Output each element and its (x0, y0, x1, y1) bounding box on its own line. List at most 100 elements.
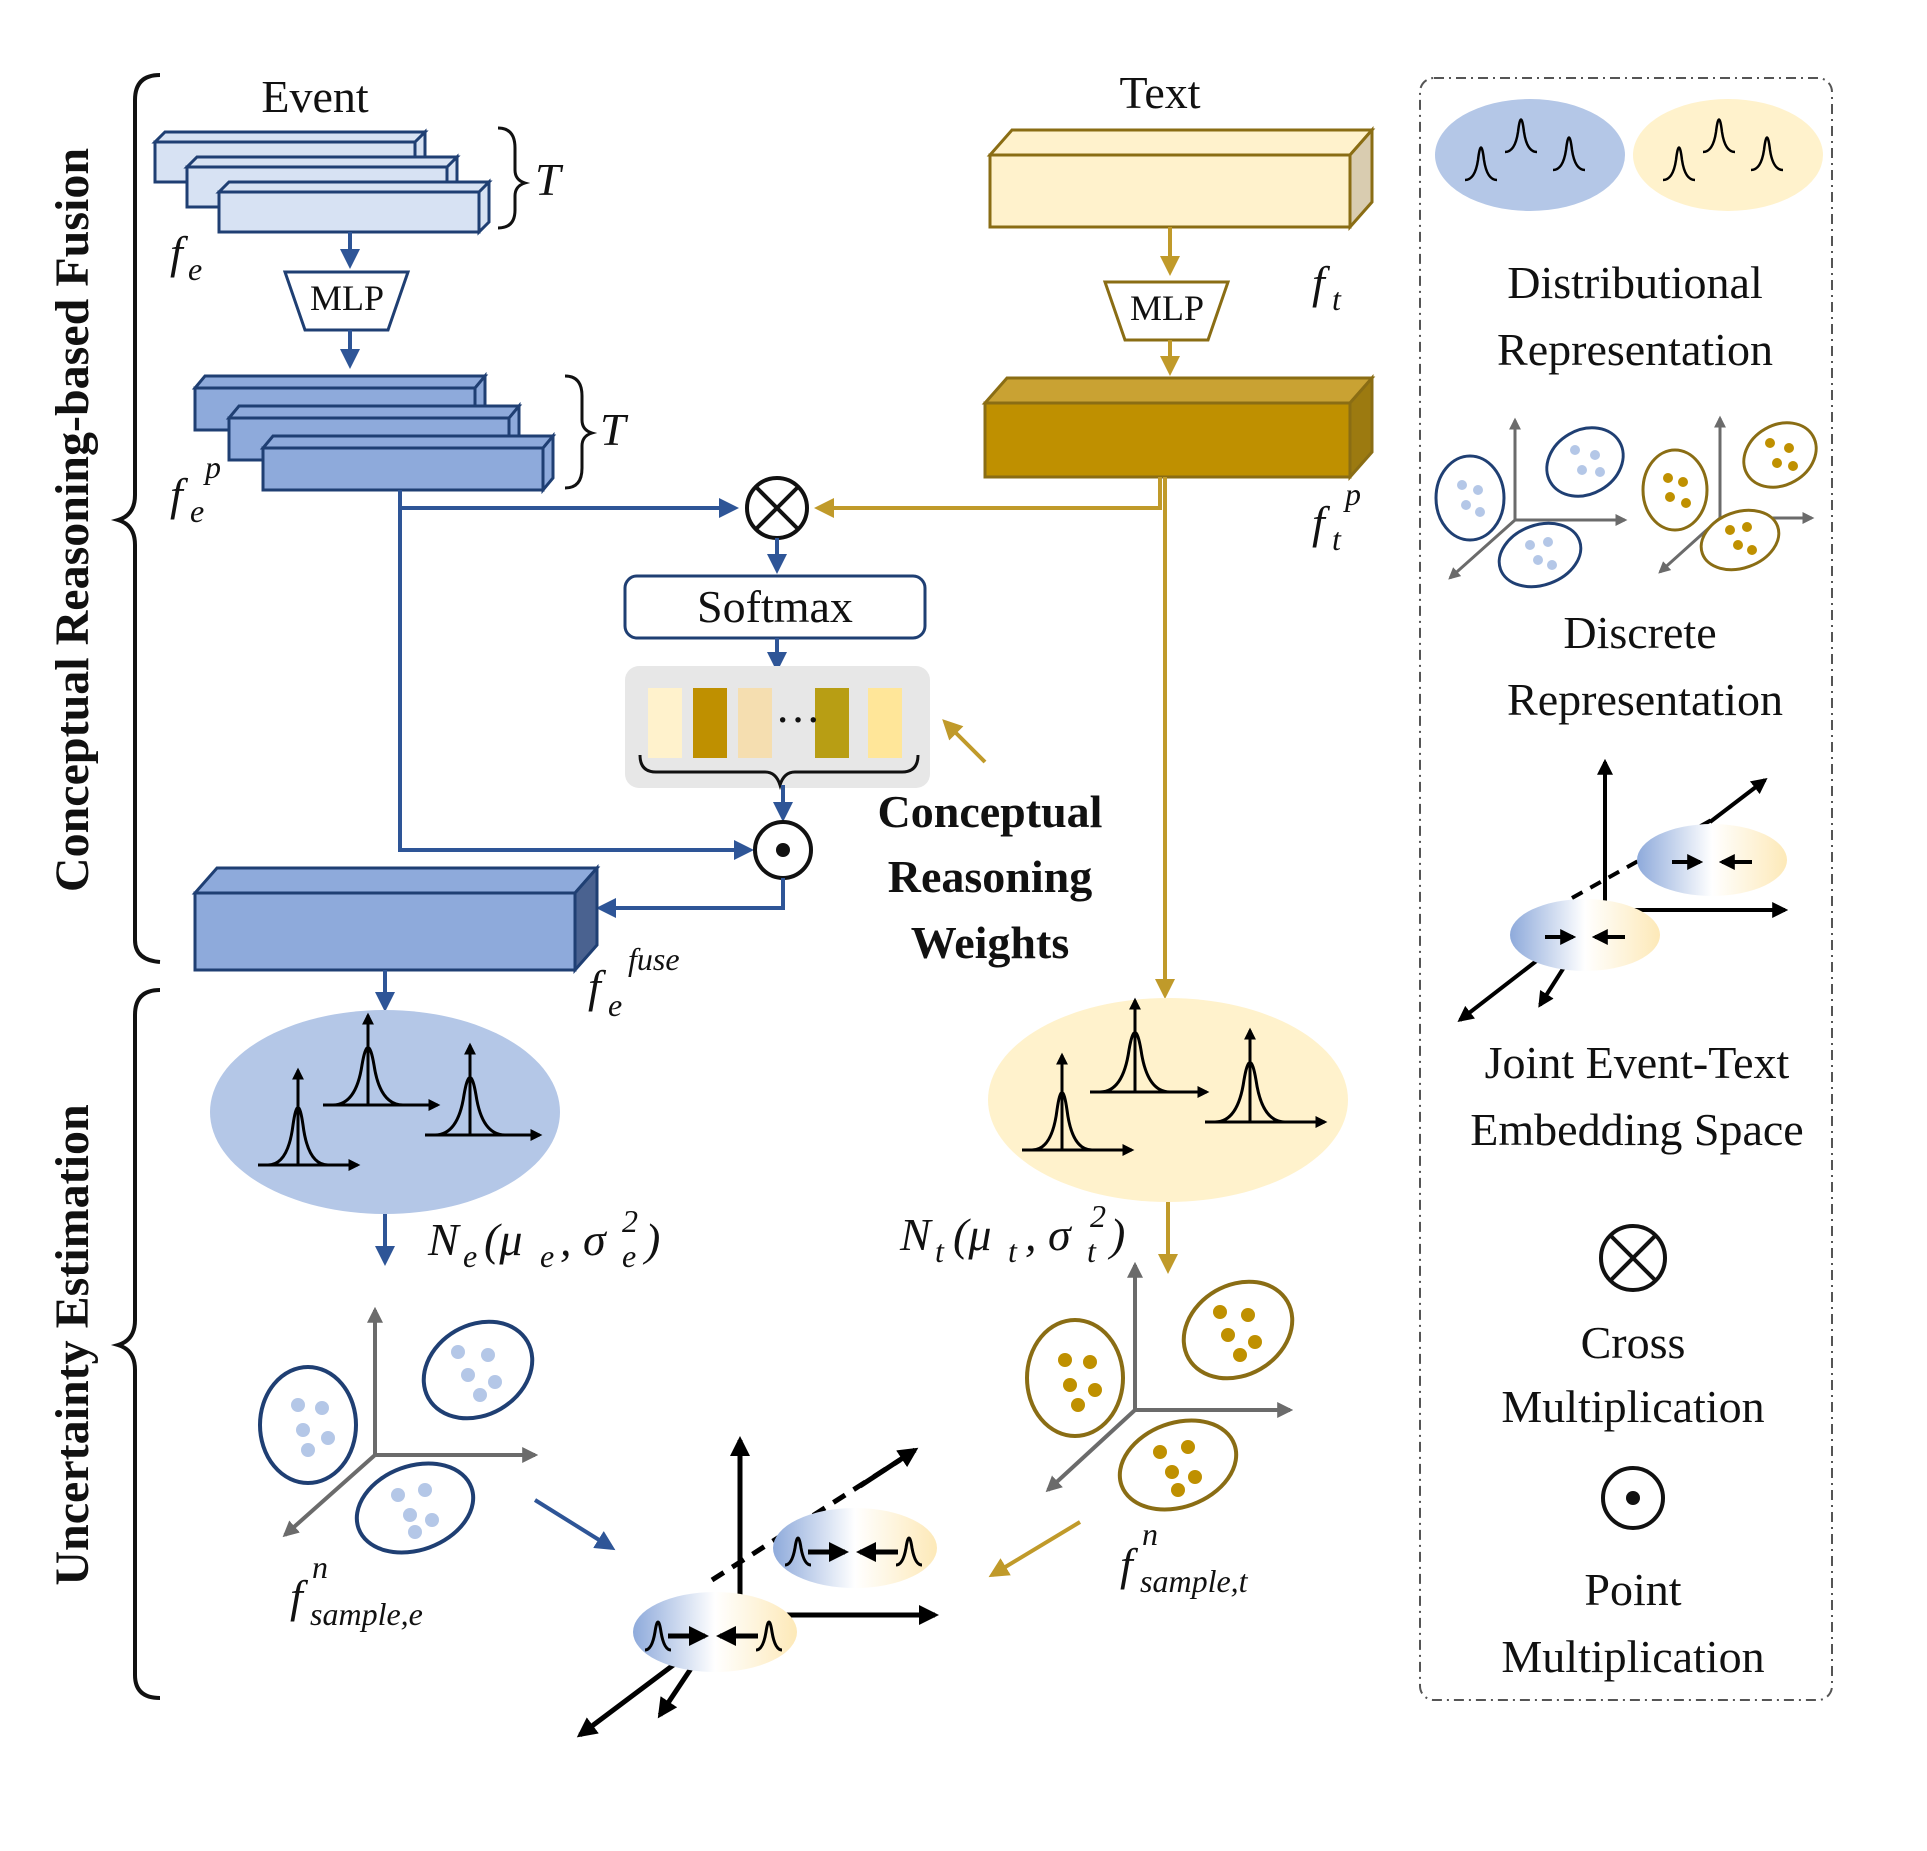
sample-e-f: f (290, 1571, 309, 1622)
dist-t-N: N (899, 1209, 933, 1260)
dist-t-mu: (μ (953, 1209, 991, 1260)
legend-cross-1: Cross (1581, 1317, 1686, 1368)
mlp-text-label: MLP (1130, 288, 1204, 328)
projected-T-label: T (600, 404, 629, 455)
arrow-fep-to-cross (398, 490, 739, 518)
ftp-sup: p (1343, 476, 1361, 512)
event-T-label: T (535, 154, 564, 205)
legend-discrete-1: Discrete (1563, 607, 1716, 658)
text-gauss-3 (1205, 1027, 1328, 1128)
legend-joint-icon (1457, 758, 1789, 1022)
softmax-label: Softmax (697, 581, 853, 632)
fep-f: f (170, 469, 189, 520)
weights-caption-2: Reasoning (888, 851, 1092, 902)
section-fusion: Conceptual Reasoning-based Fusion (46, 73, 161, 964)
uncertainty-bracket (110, 988, 161, 1700)
event-gauss-2 (323, 1012, 441, 1111)
fep-sup: p (203, 449, 221, 485)
text-samples (1025, 1261, 1295, 1512)
legend-point-1: Point (1584, 1564, 1681, 1615)
ft-f: f (1312, 257, 1331, 308)
ftp-label: f t p (1312, 476, 1361, 557)
event-title: Event (261, 71, 369, 122)
weights-caption-3: Weights (911, 917, 1069, 968)
dist-e-mu-sub: e (540, 1238, 554, 1274)
fusion-section-label: Conceptual Reasoning-based Fusion (46, 148, 99, 892)
fused-feature-block (191, 864, 601, 974)
weight-bar (693, 688, 727, 758)
weight-bar (648, 688, 682, 758)
projected-T-brace (564, 374, 598, 490)
fep-sub: e (190, 493, 204, 529)
dist-t-mu-sub: t (1008, 1233, 1018, 1269)
sample-t-label: f sample,t n (1120, 1516, 1249, 1599)
legend-cross-icon (1599, 1224, 1667, 1292)
event-gauss-1 (258, 1067, 361, 1171)
legend-discrete-icon (1434, 415, 1818, 589)
weights-pointer-arrow (942, 719, 987, 764)
legend-panel: Distributional Representation (1419, 77, 1833, 1701)
event-samples (258, 1306, 539, 1555)
fuse-f: f (588, 961, 607, 1012)
text-projected-block (981, 374, 1376, 481)
mlp-event-label: MLP (310, 278, 384, 318)
fuse-sub: e (608, 987, 622, 1023)
arrow-point-to-fuse (596, 878, 785, 918)
arrow-sample-e-to-joint (533, 1498, 616, 1551)
fuse-label: f e fuse (588, 941, 680, 1023)
ftp-f: f (1312, 497, 1331, 548)
sample-t-sup: n (1142, 1516, 1158, 1552)
weights-ellipsis: ··· (775, 694, 821, 745)
dist-t-sub: t (935, 1233, 945, 1269)
fe-sub: e (188, 251, 202, 287)
joint-space (576, 1436, 939, 1738)
dist-t-sigma-sub: t (1087, 1233, 1097, 1269)
weights-brace (638, 754, 920, 791)
arrow-ftp-to-cross (814, 477, 1162, 518)
dist-e-label: N e (μ e , σ e 2 ) (427, 1203, 660, 1274)
point-multiplication-op (753, 820, 813, 880)
uncertainty-section-label: Uncertainty Estimation (46, 1104, 99, 1585)
weights-caption-1: Conceptual (878, 786, 1103, 837)
weights-caption: Conceptual Reasoning Weights (878, 786, 1103, 968)
weight-bar (815, 688, 849, 758)
weights-panel: ··· (625, 666, 930, 791)
legend-cross-2: Multiplication (1501, 1381, 1764, 1432)
dist-t-sigma-sq: 2 (1090, 1198, 1106, 1234)
ft-label: f t (1312, 257, 1342, 317)
event-T-brace (497, 126, 531, 230)
fuse-sup: fuse (628, 941, 680, 977)
mlp-text-block: MLP (1102, 280, 1231, 342)
ft-sub: t (1332, 281, 1342, 317)
legend-discrete-2: Representation (1507, 674, 1783, 725)
mlp-event-block: MLP (282, 270, 411, 332)
event-projected-stack (191, 371, 557, 495)
dist-e-mu: (μ (484, 1214, 522, 1265)
weight-bar (868, 688, 902, 758)
legend-point-icon (1601, 1466, 1665, 1530)
sample-e-sub: sample,e (310, 1596, 423, 1632)
dist-t-sigma: , σ (1025, 1209, 1073, 1260)
fe-label: f e (170, 227, 202, 287)
weight-bar (738, 688, 772, 758)
legend-point-2: Multiplication (1501, 1631, 1764, 1682)
legend-distributional-icon (1435, 99, 1823, 211)
text-gauss-2 (1090, 997, 1210, 1098)
ftp-sub: t (1332, 521, 1342, 557)
legend-joint-2: Embedding Space (1470, 1104, 1803, 1155)
dist-e-sigma-sq: 2 (622, 1203, 638, 1239)
sample-e-label: f sample,e n (290, 1549, 423, 1632)
sample-t-f: f (1120, 1539, 1139, 1590)
section-uncertainty: Uncertainty Estimation (46, 988, 161, 1700)
sample-e-sup: n (312, 1549, 328, 1585)
legend-distributional-2: Representation (1497, 324, 1773, 375)
fep-label: f e p (170, 449, 221, 529)
legend-joint-1: Joint Event-Text (1485, 1037, 1790, 1088)
event-feature-stack (151, 128, 493, 236)
fusion-bracket (110, 73, 161, 964)
dist-e-N: N (427, 1214, 461, 1265)
dist-e-sub: e (463, 1238, 477, 1274)
event-distribution (210, 1010, 560, 1214)
text-gauss-1 (1022, 1052, 1135, 1156)
